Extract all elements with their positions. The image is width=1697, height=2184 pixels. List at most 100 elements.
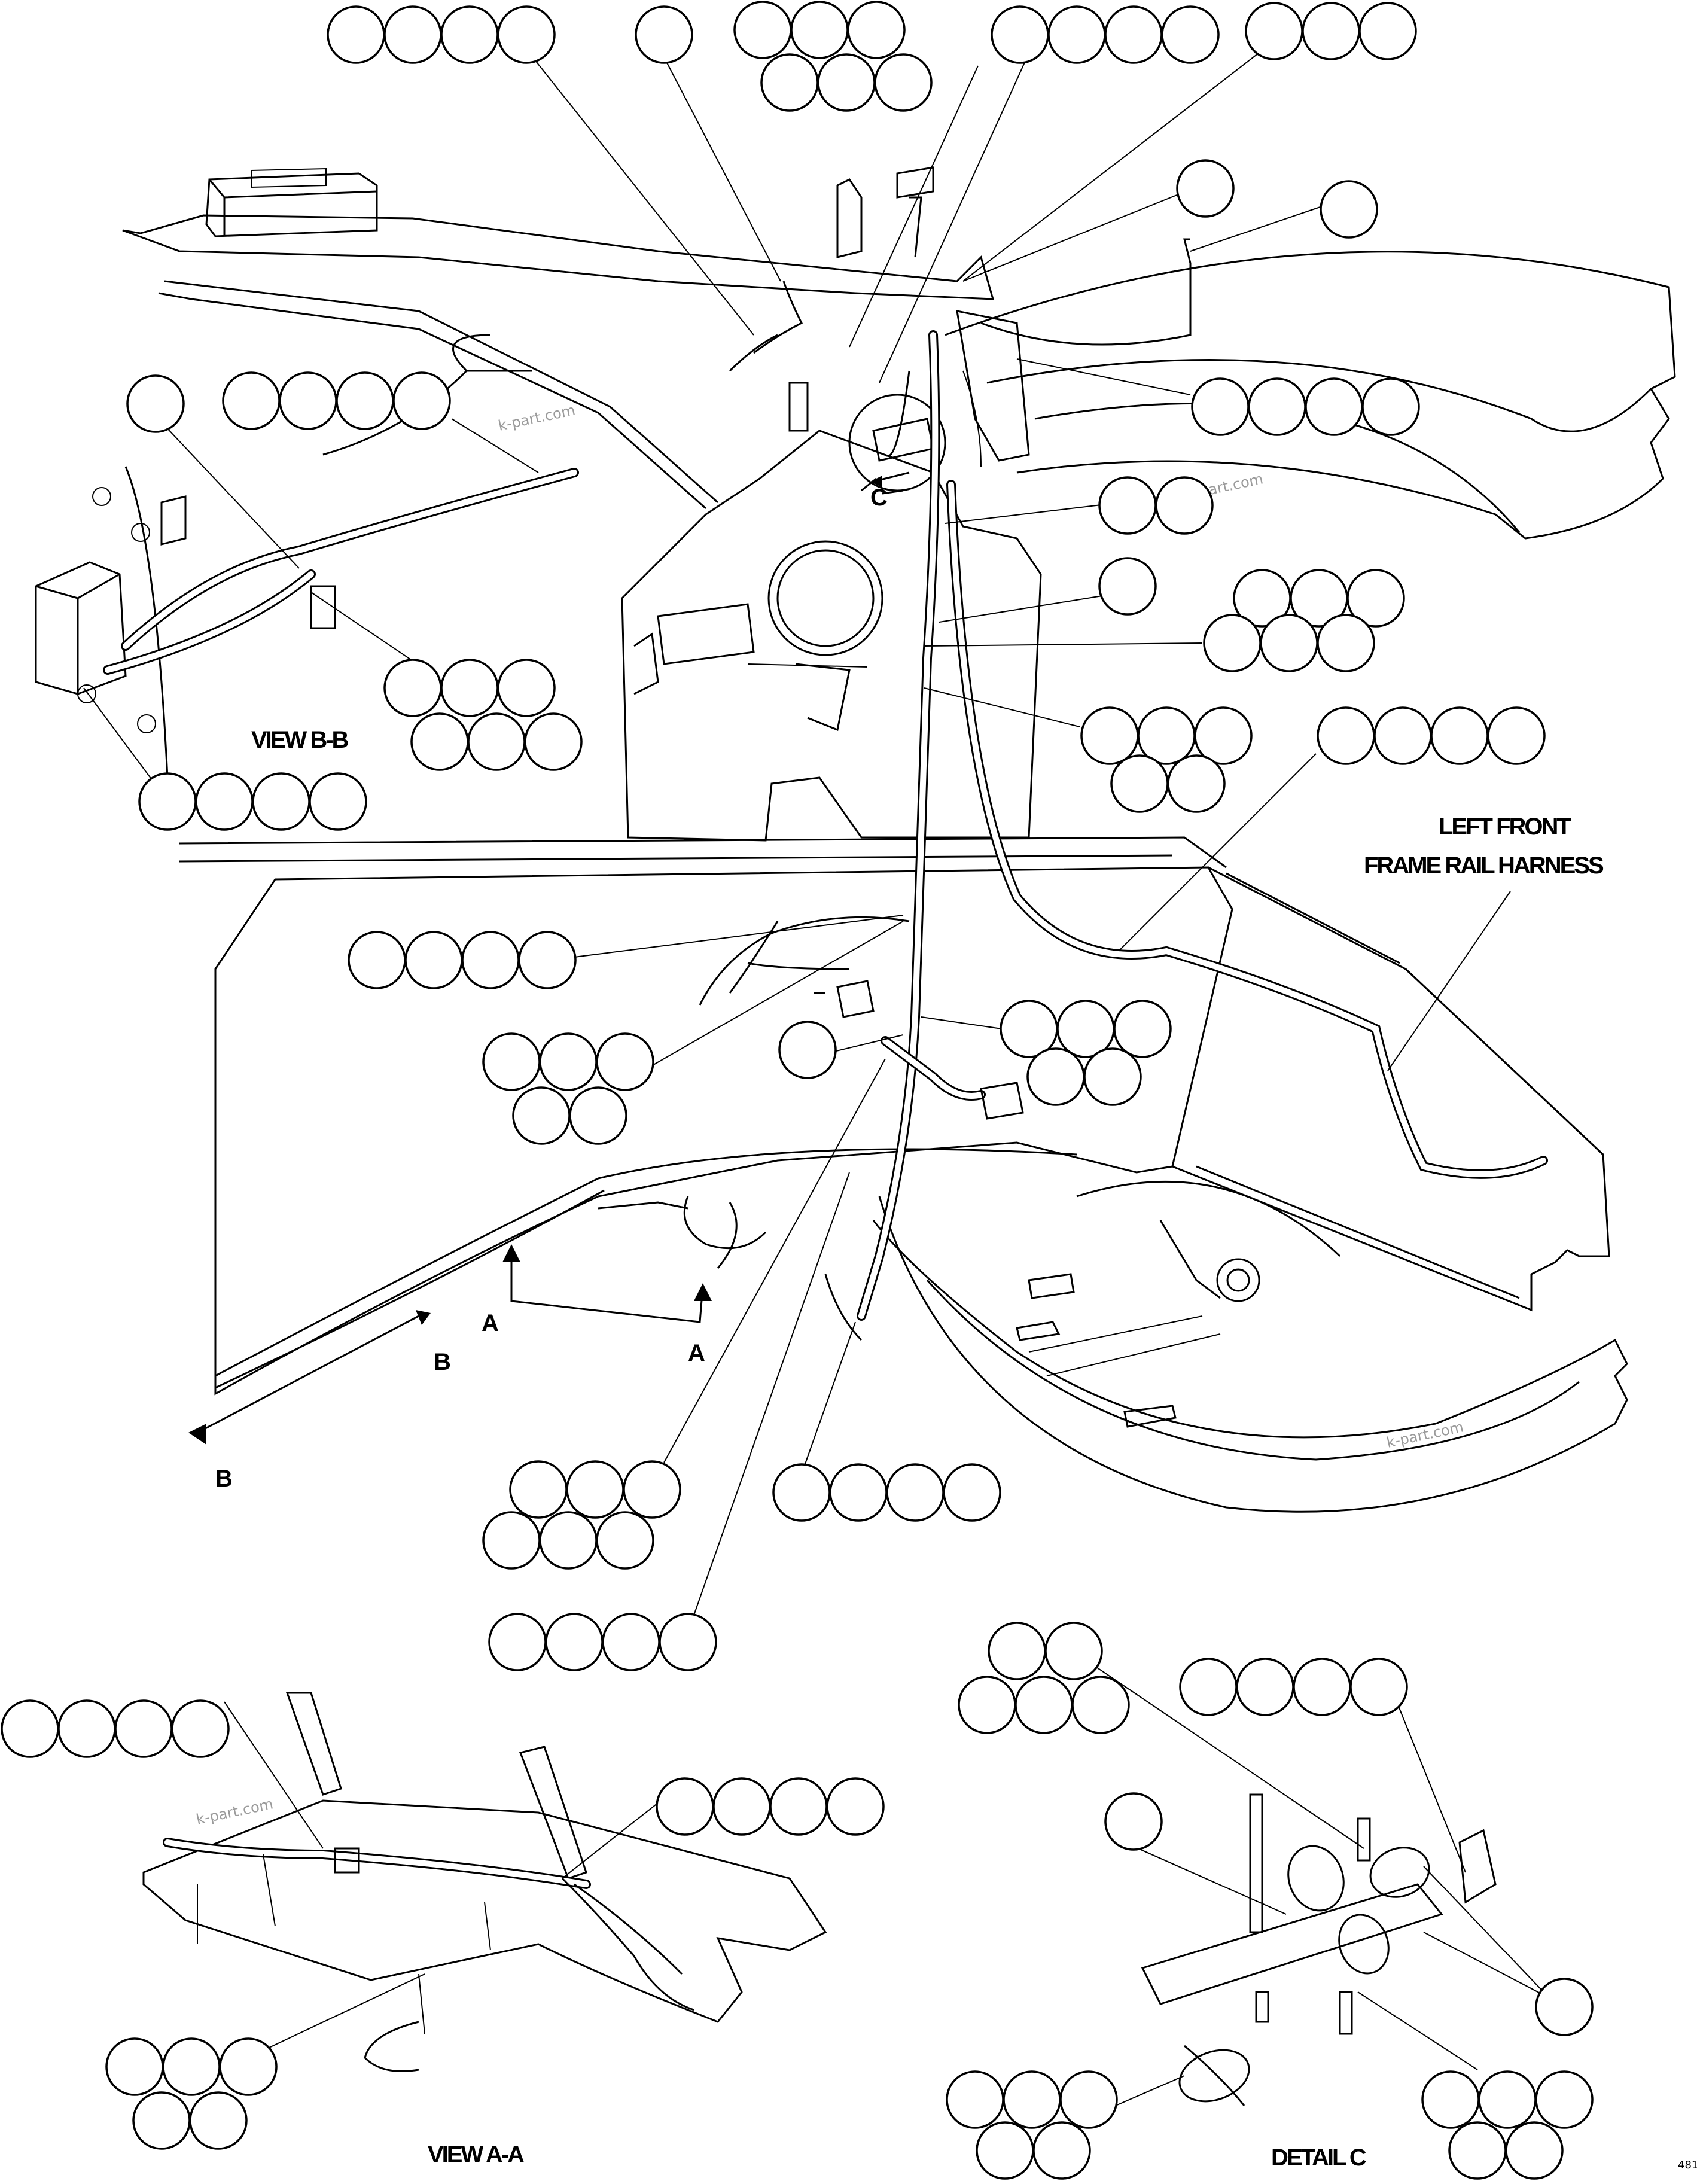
callout-bubble [1026, 1047, 1085, 1106]
callout-bubble [817, 53, 876, 112]
callout-bubble [656, 1777, 714, 1836]
callout-bubble [1176, 159, 1235, 218]
callout-bubble [467, 712, 526, 771]
callout-bubble [988, 1622, 1046, 1680]
callout-bubble [348, 931, 406, 989]
callout-bubble [976, 2121, 1034, 2180]
callout-group-detail-c-bottom-right-5 [1421, 2070, 1594, 2180]
callout-bubble [1044, 1622, 1103, 1680]
callout-bubble [1071, 1676, 1130, 1734]
callout-bubble [1430, 706, 1489, 765]
callout-bubble [1203, 614, 1262, 672]
callout-bubble [847, 1, 906, 59]
callout-group-top-4 [991, 5, 1220, 64]
callout-bubble [1104, 1792, 1163, 1851]
view-bb-label: VIEW B-B [251, 727, 349, 753]
section-b-label-lower: B [215, 1466, 232, 1492]
callout-bubble [383, 5, 442, 64]
callout-bubble [1191, 377, 1250, 436]
callout-bubble [1080, 706, 1139, 765]
callout-group-top-3 [733, 1, 933, 112]
callout-bubble [1478, 2070, 1537, 2129]
callout-bubble [1361, 377, 1420, 436]
callout-bubble [1155, 476, 1214, 535]
callout-bubble [126, 374, 185, 433]
callout-group-lower-center-4 [772, 1463, 1001, 1522]
callout-group-mid-right-6 [1203, 569, 1405, 672]
callout-bubble [162, 2037, 221, 2096]
callout-group-center-5 [482, 1032, 654, 1145]
callout-bubble [545, 1613, 604, 1671]
callout-bubble [1535, 1978, 1594, 2036]
callout-bubble [195, 772, 254, 831]
callout-bubble [1083, 1047, 1142, 1106]
callout-bubble [1194, 706, 1253, 765]
detail-c-marker-label: C [870, 485, 887, 511]
callout-bubble [482, 1511, 541, 1570]
callout-bubble [1305, 377, 1363, 436]
callout-bubble [1421, 2070, 1480, 2129]
callout-bubble [826, 1777, 885, 1836]
callout-group-view-bb-6 [383, 659, 583, 771]
section-a-label-right: A [688, 1340, 705, 1366]
callout-bubble [1003, 2070, 1061, 2129]
callout-bubble [1317, 614, 1375, 672]
view-aa-label: VIEW A-A [428, 2142, 524, 2168]
callout-bubble [518, 931, 577, 989]
callout-group-detail-c-6 [958, 1622, 1130, 1734]
callout-group-top-2 [635, 5, 693, 64]
callout-group-view-bb-4-bottom [138, 772, 367, 831]
callout-bubble [440, 659, 499, 717]
callout-bubble [440, 5, 499, 64]
callout-group-mid-right-single [1098, 557, 1157, 616]
callout-group-lower-6 [482, 1460, 681, 1570]
callout-bubble [138, 772, 197, 831]
callout-bubble [512, 1086, 571, 1145]
section-a-label-left: A [482, 1310, 498, 1336]
detail-c-view [1141, 1793, 1497, 2106]
callout-group-upper-right-4 [1191, 377, 1420, 436]
callout-bubble [1059, 2070, 1118, 2129]
callout-bubble [1317, 706, 1375, 765]
callout-bubble [1320, 180, 1378, 239]
callout-bubble [1346, 569, 1405, 628]
leader-lines [83, 38, 1550, 2106]
callout-bubble [829, 1463, 888, 1522]
callout-bubble [404, 931, 463, 989]
callout-bubble [623, 1460, 681, 1519]
callout-group-mid-right-2 [1098, 476, 1214, 535]
callout-bubble [132, 2091, 191, 2150]
callout-bubble [309, 772, 367, 831]
callout-bubble [1098, 557, 1157, 616]
callout-group-top-1 [327, 5, 556, 64]
callout-bubble [1032, 2121, 1091, 2180]
callout-bubble [1047, 5, 1106, 64]
callout-group-view-bb-single [126, 374, 185, 433]
frame-rail-harness-label: FRAME RAIL HARNESS [1364, 852, 1604, 879]
section-arrows [188, 471, 910, 1445]
callout-bubbles [1, 1, 1594, 2180]
callout-bubble [733, 1, 792, 59]
callout-bubble [252, 772, 310, 831]
callout-bubble [539, 1511, 598, 1570]
callout-group-view-aa-bottom-5 [105, 2037, 278, 2150]
left-front-label: LEFT FRONT [1439, 814, 1571, 840]
callout-bubble [1014, 1676, 1073, 1734]
callout-bubble [712, 1777, 771, 1836]
callout-bubble [219, 2037, 278, 2096]
callout-bubble [1293, 1658, 1351, 1716]
callout-bubble [509, 1460, 568, 1519]
callout-bubble [1373, 706, 1432, 765]
callout-bubble [482, 1032, 541, 1091]
callout-group-mid-5 [1080, 706, 1253, 813]
callout-bubble [488, 1613, 547, 1671]
callout-bubble [602, 1613, 660, 1671]
callout-bubble [1098, 476, 1157, 535]
callout-bubble [1161, 5, 1220, 64]
callout-group-detail-c-top-4 [1179, 1658, 1408, 1716]
callout-group-mid-right-4 [1317, 706, 1546, 765]
callout-bubble [659, 1613, 717, 1671]
drawing-code: 48124 [1678, 2159, 1697, 2171]
callout-bubble [635, 5, 693, 64]
callout-bubble [1358, 2, 1417, 60]
